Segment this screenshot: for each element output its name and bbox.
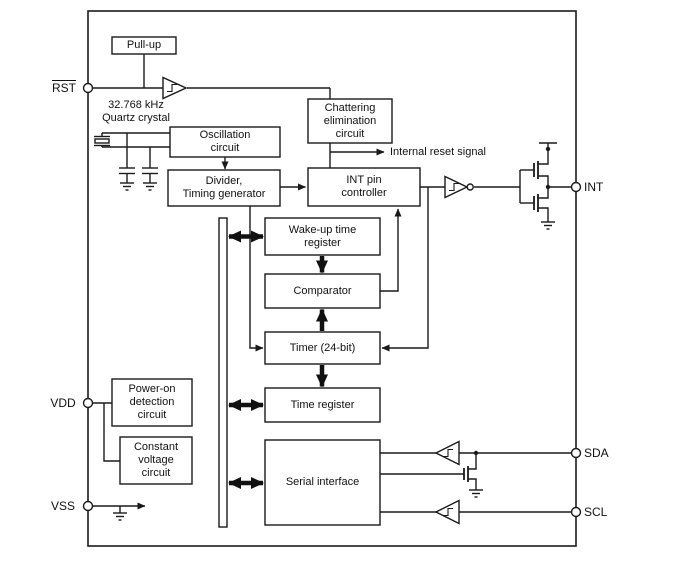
serial-interface-block	[264, 439, 381, 526]
rst-schmitt-buffer	[162, 76, 188, 100]
int-output-inverter	[444, 175, 474, 199]
sda-output-transistor	[463, 450, 479, 490]
scl-pin-terminal	[570, 506, 582, 518]
load-capacitor-2	[142, 167, 158, 175]
ground-vss	[113, 512, 127, 521]
timer-block	[264, 331, 381, 365]
load-capacitor-1	[119, 167, 135, 175]
ground-crystal-1	[120, 182, 134, 191]
scl-input-buffer	[434, 499, 460, 525]
constant-voltage-block	[119, 436, 193, 485]
wakeup-time-register-block	[264, 217, 381, 256]
ground-crystal-2	[143, 182, 157, 191]
chattering-elimination-block	[307, 98, 393, 144]
int-pin-controller-block	[307, 167, 421, 207]
rst-pin-terminal	[82, 82, 94, 94]
vss-pin-terminal	[82, 500, 94, 512]
int-pin-terminal	[570, 181, 582, 193]
power-on-detection-block	[111, 378, 193, 427]
divider-timing-generator-block	[167, 169, 281, 207]
data-bus-arrows	[228, 230, 328, 489]
data-bus	[218, 217, 228, 528]
time-register-block	[264, 387, 381, 423]
pullup-block	[111, 36, 177, 55]
quartz-crystal-symbol	[94, 133, 110, 147]
oscillation-circuit-block	[169, 126, 281, 158]
int-output-transistors	[533, 142, 557, 222]
sda-input-buffer	[434, 440, 460, 466]
comparator-block	[264, 273, 381, 309]
sda-pin-terminal	[570, 447, 582, 459]
vdd-pin-terminal	[82, 397, 94, 409]
